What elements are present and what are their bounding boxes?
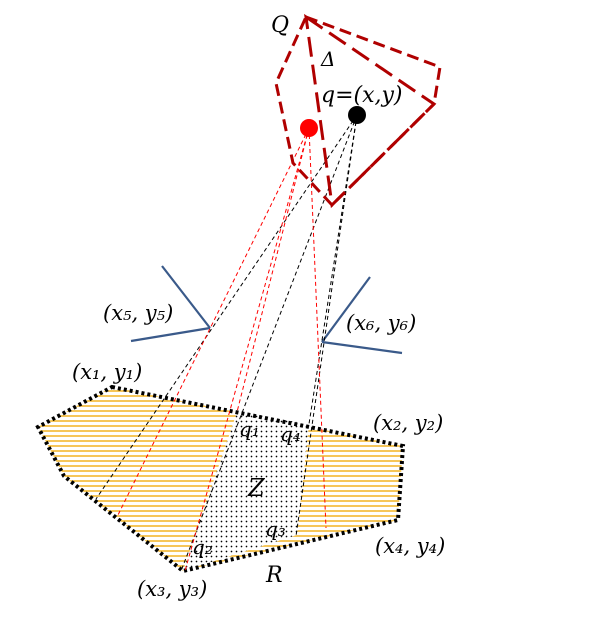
- label-r: R: [265, 563, 283, 588]
- label-z: Z: [247, 474, 266, 502]
- label-q-point: q=(x,y): [321, 83, 403, 108]
- label-q1: q₁: [239, 417, 260, 441]
- red-point: [300, 119, 318, 137]
- region-r-border: [35, 384, 406, 574]
- region-z-dots: [183, 412, 309, 571]
- label-q-polygon: Q: [271, 13, 289, 38]
- label-delta: Δ: [320, 47, 335, 71]
- label-x3y3: (x₃, y₃): [137, 577, 207, 601]
- label-x4y4: (x₄, y₄): [375, 534, 445, 558]
- label-x2y2: (x₂, y₂): [373, 411, 443, 435]
- label-q2: q₂: [192, 535, 213, 559]
- point-q: [348, 106, 366, 124]
- triangle-delta: [304, 13, 437, 209]
- red-rays: [117, 127, 327, 572]
- obstacle-right: [321, 276, 403, 355]
- label-q3: q₃: [265, 517, 286, 541]
- label-q4: q₄: [280, 422, 301, 446]
- label-x5y5: (x₅, y₅): [103, 301, 173, 325]
- label-x1y1: (x₁, y₁): [72, 360, 142, 384]
- obstacle-left: [130, 265, 211, 343]
- label-x6y6: (x₆, y₆): [346, 311, 416, 335]
- black-rays: [95, 114, 358, 572]
